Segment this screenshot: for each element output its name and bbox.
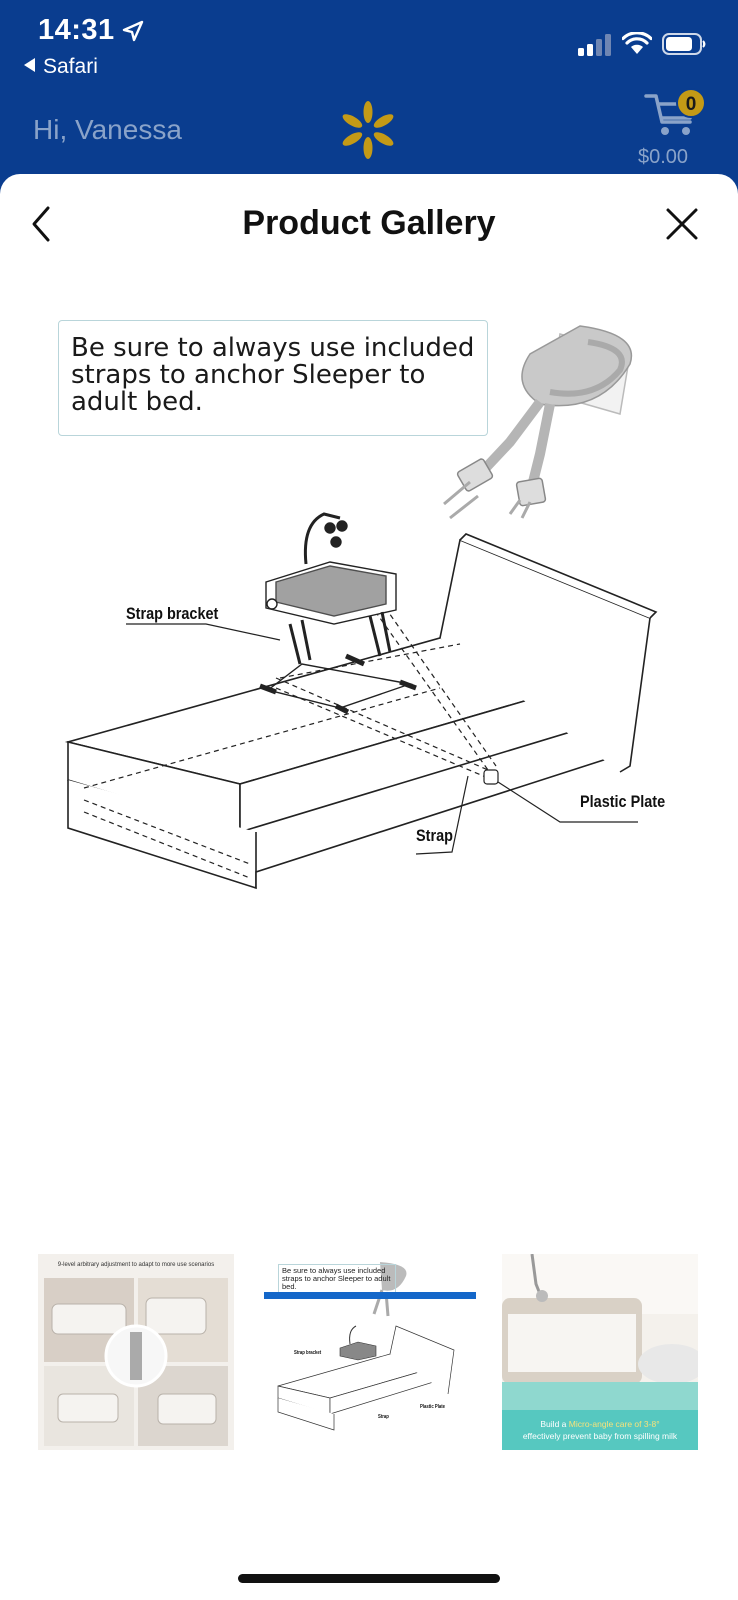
greeting-text: Hi, Vanessa — [33, 114, 182, 145]
cart-total: $0.00 — [638, 146, 689, 168]
status-bar: 14:31 Safari — [0, 0, 738, 100]
home-indicator[interactable] — [238, 1574, 500, 1583]
page-title: Product Gallery — [242, 204, 496, 242]
selected-thumbnail-indicator — [264, 1292, 476, 1299]
label-plastic-plate: Plastic Plate — [580, 792, 666, 811]
label-strap: Strap — [416, 826, 453, 845]
back-to-app-button[interactable]: Safari — [24, 55, 98, 79]
adult-bed-drawing — [64, 533, 658, 890]
strap-path-dashed — [83, 599, 497, 879]
battery-icon — [662, 33, 706, 55]
thumbnail-2-diagram — [277, 1262, 455, 1431]
thumbnail-3-caption-prefix: Build a — [540, 1419, 567, 1429]
label-leaders — [126, 623, 638, 855]
back-app-label: Safari — [43, 55, 98, 78]
back-triangle-icon — [24, 58, 35, 72]
main-product-image[interactable]: Be sure to always use included straps to… — [40, 304, 700, 1084]
thumbnail-2-label-plastic-plate: Plastic Plate — [420, 1404, 446, 1410]
thumbnail-strip: 9-level arbitrary adjustment to adapt to… — [0, 1250, 738, 1460]
walmart-spark-icon[interactable] — [340, 100, 396, 160]
cart-count-badge: 0 — [676, 88, 706, 118]
thumbnail-1[interactable]: 9-level arbitrary adjustment to adapt to… — [38, 1254, 234, 1450]
thumbnail-3-caption-highlight: Micro-angle care of — [568, 1419, 642, 1429]
strap-illustration — [443, 325, 633, 520]
label-strap-bracket: Strap bracket — [126, 604, 219, 623]
sleeper-crib-drawing — [259, 512, 417, 715]
close-icon[interactable] — [664, 206, 700, 242]
thumbnail-2-label-strap-bracket: Strap bracket — [294, 1350, 322, 1356]
thumbnail-3-caption: Build a Micro-angle care of 3-8° effecti… — [502, 1410, 698, 1450]
strap-warning-text: Be sure to always use included straps to… — [71, 333, 475, 417]
status-time: 14:31 — [38, 14, 115, 46]
cellular-signal-icon — [578, 34, 611, 56]
chevron-left-icon[interactable] — [26, 204, 56, 244]
bedside-sleeper-diagram — [64, 325, 658, 890]
thumbnail-2-selected[interactable]: Be sure to always use included straps to… — [270, 1254, 466, 1450]
thumbnail-3[interactable]: Build a Micro-angle care of 3-8° effecti… — [502, 1254, 698, 1450]
thumbnail-1-caption: 9-level arbitrary adjustment to adapt to… — [57, 1262, 215, 1268]
thumbnail-1-photo-collage — [44, 1278, 228, 1446]
wifi-icon — [622, 32, 652, 54]
thumbnail-2-label-strap: Strap — [378, 1414, 389, 1420]
product-gallery-sheet: Product Gallery — [0, 174, 738, 1600]
location-arrow-icon — [122, 20, 144, 42]
thumbnail-3-caption-suffix: effectively prevent baby from spilling m… — [522, 1431, 678, 1441]
thumbnail-2-caption: Be sure to always use included straps to… — [278, 1264, 396, 1294]
thumbnail-3-caption-angle: 3-8° — [643, 1419, 660, 1429]
strap-warning-callout: Be sure to always use included straps to… — [58, 320, 488, 436]
